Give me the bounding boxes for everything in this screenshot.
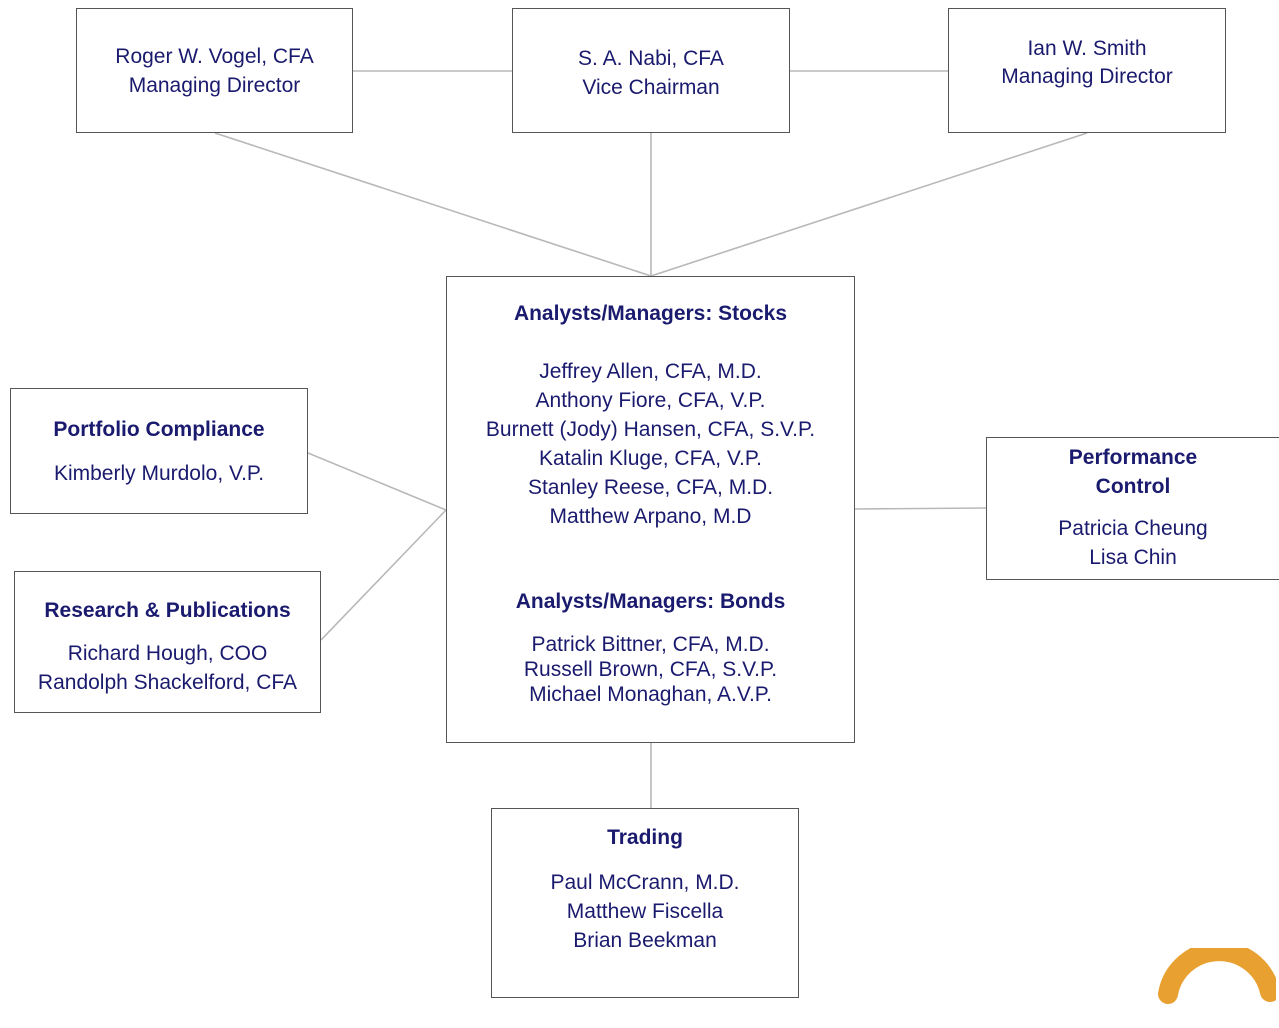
connector-research-analysts xyxy=(320,509,447,641)
trading-member: Paul McCrann, M.D. xyxy=(550,871,740,894)
compliance-heading: Portfolio Compliance xyxy=(53,418,265,441)
stock-analyst: Matthew Arpano, M.D xyxy=(549,505,752,528)
bonds-heading: Analysts/Managers: Bonds xyxy=(515,590,786,613)
stock-analyst: Katalin Kluge, CFA, V.P. xyxy=(539,447,762,470)
executive-title: Vice Chairman xyxy=(582,76,720,99)
trading-member: Matthew Fiscella xyxy=(566,900,724,923)
performance-heading-line: Performance xyxy=(1068,446,1198,469)
performance-member: Patricia Cheung xyxy=(1058,517,1208,540)
connector-vogel-analysts xyxy=(214,132,652,277)
executive-name: Ian W. Smith xyxy=(1027,37,1147,60)
bond-analyst: Patrick Bittner, CFA, M.D. xyxy=(531,633,770,656)
stocks-heading: Analysts/Managers: Stocks xyxy=(513,302,788,325)
compliance-member: Kimberly Murdolo, V.P. xyxy=(53,462,265,485)
executive-name: Roger W. Vogel, CFA xyxy=(115,45,314,68)
executive-box-nabi: S. A. Nabi, CFA Vice Chairman xyxy=(512,8,790,133)
connector-compliance-analysts xyxy=(307,452,447,511)
analysts-managers-box: Analysts/Managers: Stocks Jeffrey Allen,… xyxy=(446,276,855,743)
performance-heading-line: Control xyxy=(1095,475,1171,498)
bond-analyst: Michael Monaghan, A.V.P. xyxy=(529,683,772,706)
stock-analyst: Stanley Reese, CFA, M.D. xyxy=(527,476,774,499)
trading-box: Trading Paul McCrann, M.D. Matthew Fisce… xyxy=(491,808,799,998)
executive-title: Managing Director xyxy=(128,74,301,97)
performance-member: Lisa Chin xyxy=(1089,546,1177,569)
connector-analysts-performance xyxy=(854,507,987,510)
research-member: Richard Hough, COO xyxy=(67,642,268,665)
executive-box-vogel: Roger W. Vogel, CFA Managing Director xyxy=(76,8,353,133)
trading-member: Brian Beekman xyxy=(573,929,717,952)
research-publications-box: Research & Publications Richard Hough, C… xyxy=(14,571,321,713)
stock-analyst: Burnett (Jody) Hansen, CFA, S.V.P. xyxy=(485,418,816,441)
trading-heading: Trading xyxy=(607,826,683,849)
connector-smith-analysts xyxy=(650,132,1088,277)
bond-analyst: Russell Brown, CFA, S.V.P. xyxy=(523,658,778,681)
logo-arc xyxy=(1158,948,1276,1004)
research-heading: Research & Publications xyxy=(44,599,291,622)
orange-ring-logo-icon xyxy=(1158,948,1276,1004)
stock-analyst: Jeffrey Allen, CFA, M.D. xyxy=(539,360,762,383)
stock-analyst: Anthony Fiore, CFA, V.P. xyxy=(535,389,766,412)
performance-heading: Performance Control xyxy=(987,443,1279,501)
executive-box-smith: Ian W. Smith Managing Director xyxy=(948,8,1226,133)
performance-control-box: Performance Control Patricia Cheung Lisa… xyxy=(986,437,1279,580)
connector-lines xyxy=(214,70,1088,808)
research-member: Randolph Shackelford, CFA xyxy=(37,671,298,694)
executive-title: Managing Director xyxy=(1001,65,1173,88)
executive-name: S. A. Nabi, CFA xyxy=(578,47,724,70)
portfolio-compliance-box: Portfolio Compliance Kimberly Murdolo, V… xyxy=(10,388,308,514)
